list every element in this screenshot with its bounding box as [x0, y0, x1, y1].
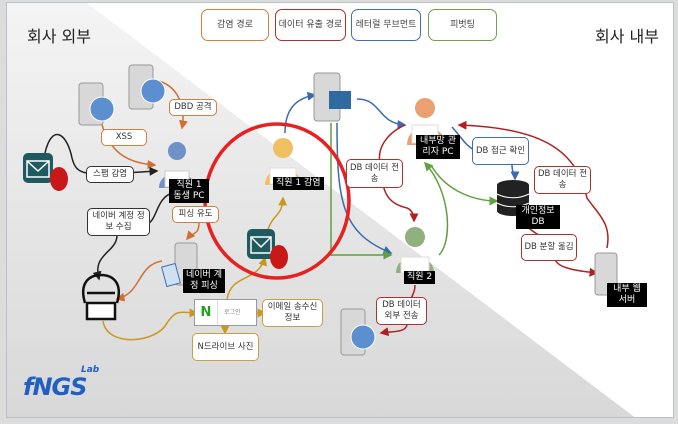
label-db-send-right: DB 데이터 전송 [534, 166, 591, 194]
naver-logo: N [200, 305, 212, 320]
arrow-lure [186, 222, 200, 241]
file-server-icon [313, 72, 351, 122]
arrow-lateral-1 [284, 91, 317, 134]
arrow-db-ext [379, 324, 408, 337]
label-ndrive: N드라이브 사진 [192, 333, 259, 361]
label-spam: 스팸 감염 [86, 166, 134, 183]
login-text: 로그인 [217, 300, 241, 325]
arrow-db-split [554, 258, 599, 277]
node-employee1: 직원 1 감염 [273, 177, 324, 190]
legend-lateral: 레터럴 무브먼트 [351, 9, 421, 41]
node-employee2: 직원 2 [404, 271, 436, 284]
arrow-login [102, 308, 199, 341]
outside-region [7, 3, 635, 417]
hacker-icon [82, 273, 120, 321]
node-personal-db: 개인정보 DB [516, 205, 560, 229]
node-naver-phish: 네이버 계정 피싱 [183, 269, 225, 293]
arrow-collect [92, 234, 118, 281]
legend-pivoting: 피벗팅 [428, 9, 497, 41]
database-icon [496, 180, 530, 216]
label-db-send-left: DB 데이터 전송 [346, 159, 403, 188]
arrow-pivot-3 [430, 164, 499, 206]
outside-title: 회사 외부 [27, 27, 91, 46]
line-collect [148, 192, 173, 224]
node-sibling-pc: 직원 1 동생 PC [169, 179, 209, 203]
arrow-mail [226, 256, 267, 300]
arrow-lateral-3 [336, 122, 393, 255]
slide: 회사 외부 회사 내부 감염 경로 데이터 유출 경로 레터럴 무브먼트 피벗팅… [6, 2, 674, 418]
naver-login-box: N 로그인 [194, 299, 257, 326]
label-db-split: DB 분할 옮김 [521, 234, 577, 261]
arrow-pivot-2 [423, 161, 449, 256]
legend-exfiltration: 데이터 유출 경로 [275, 9, 346, 41]
external-server-icon [340, 308, 376, 356]
node-admin-pc: 내부망 관리자 PC [416, 135, 460, 159]
web-server-icon-1 [78, 82, 115, 126]
label-phishing-lure: 피싱 유도 [172, 206, 219, 223]
label-naver-collect: 네이버 계정 정보 수집 [87, 208, 150, 236]
arrow-infect [266, 196, 288, 234]
label-dbd: DBD 공격 [169, 99, 217, 116]
employee2-person-icon [396, 227, 434, 274]
logo-sub: Lab [81, 365, 100, 375]
label-db-external: DB 데이터 외부 전송 [376, 297, 427, 325]
inside-title: 회사 내부 [595, 27, 659, 46]
web-server-icon-2 [128, 64, 166, 110]
arrow-db-access [510, 164, 520, 181]
label-email-info: 이메일 송수신 정보 [262, 299, 323, 327]
arrow-pivot-1 [330, 123, 393, 260]
node-web-server: 내부 웹 서버 [607, 283, 647, 307]
logo-text: fNGS [23, 373, 88, 401]
arrow-db-send-left [378, 124, 419, 223]
email-bug-icon-1 [23, 153, 68, 191]
legend-infection: 감염 경로 [201, 9, 269, 41]
arrow-lateral-2 [356, 98, 407, 129]
label-xss: XSS [101, 129, 147, 146]
arrow-phish [115, 260, 163, 302]
email-bug-icon-2 [247, 229, 288, 269]
label-db-access: DB 접근 확인 [472, 137, 529, 165]
fngs-lab-logo: Lab fNGS [23, 365, 113, 405]
